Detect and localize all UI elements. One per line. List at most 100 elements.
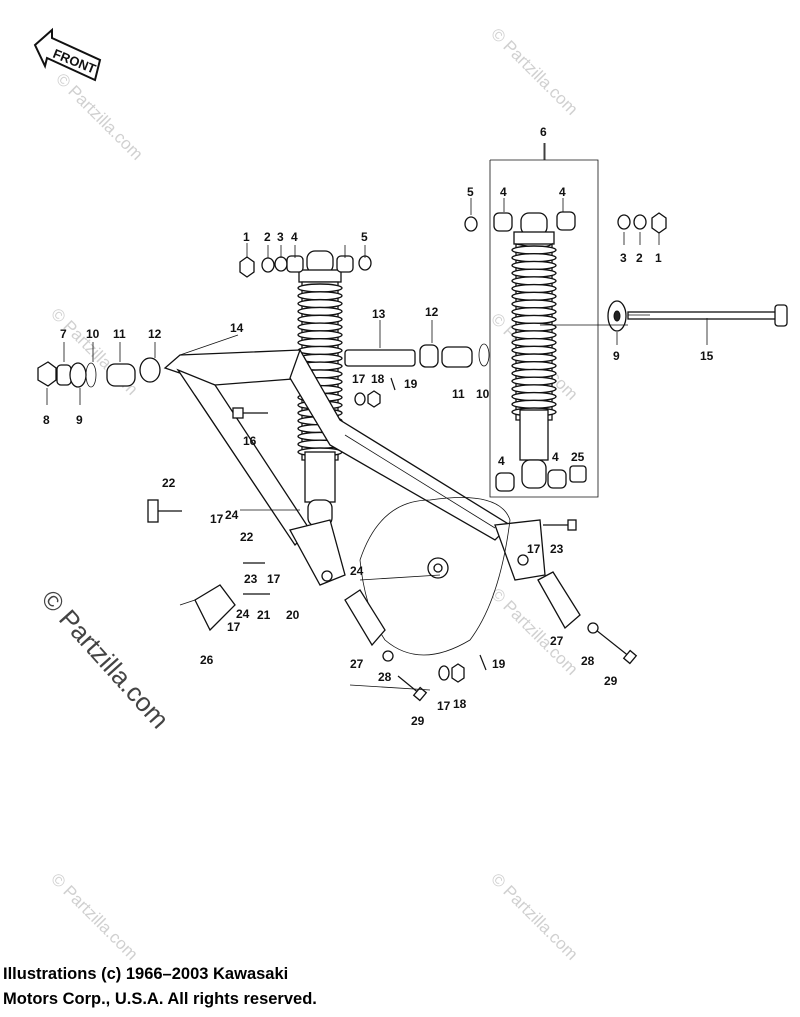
callout-23: 23 (244, 572, 258, 586)
callout-19: 19 (492, 657, 506, 671)
callout-6: 6 (540, 125, 547, 139)
callout-1: 1 (655, 251, 662, 265)
copyright-notice: Illustrations (c) 1966–2003 Kawasaki Mot… (3, 962, 563, 1012)
hardware-parts (37, 211, 667, 702)
spring-coil (511, 299, 557, 309)
callout-3: 3 (620, 251, 627, 265)
spring-coil (511, 268, 557, 278)
copyright-line-1: Illustrations (c) 1966–2003 Kawasaki (3, 965, 289, 983)
spring-coil (511, 276, 557, 286)
spring-coil (511, 283, 557, 294)
pivot-shaft (627, 304, 788, 327)
watermark: © Partzilla.com (487, 24, 581, 118)
spring-coil (511, 322, 557, 332)
callout-28: 28 (581, 654, 595, 668)
spring-coil (511, 337, 557, 348)
callout-11: 11 (113, 327, 126, 341)
callout-28: 28 (378, 670, 392, 684)
callout-17: 17 (527, 542, 541, 556)
copyright-line-2: Motors Corp., U.S.A. All rights reserved… (3, 990, 317, 1008)
spring-coil (297, 283, 343, 293)
callout-21: 21 (257, 608, 271, 622)
spring-coil (511, 376, 557, 386)
callout-16: 16 (243, 434, 257, 448)
callout-17: 17 (352, 372, 366, 386)
right-shock-absorber (511, 212, 557, 489)
callout-10: 10 (86, 327, 100, 341)
callout-17: 17 (210, 512, 224, 526)
spring-coil (297, 322, 343, 332)
callout-1: 1 (243, 230, 250, 244)
spring-coil (511, 384, 557, 394)
callout-26: 26 (200, 653, 214, 667)
callout-18: 18 (371, 372, 385, 386)
callout-14: 14 (230, 321, 244, 335)
callout-15: 15 (700, 349, 714, 363)
callout-24: 24 (225, 508, 239, 522)
callout-11: 11 (452, 387, 465, 401)
spring-coil (297, 314, 343, 324)
assembly-bracket-6 (489, 143, 599, 498)
callout-24: 24 (236, 607, 250, 621)
callout-25: 25 (571, 450, 585, 464)
spring-coil (511, 260, 557, 271)
watermark: © Partzilla.com (487, 869, 581, 963)
spring-coil (511, 307, 557, 317)
spring-coil (511, 368, 557, 379)
swing-arm (163, 348, 546, 586)
callout-4: 4 (552, 450, 559, 464)
callout-5: 5 (361, 230, 368, 244)
callout-3: 3 (277, 230, 284, 244)
callout-22: 22 (162, 476, 176, 490)
spring-coil (511, 253, 557, 263)
watermark: © Partzilla.com (47, 869, 141, 963)
spring-coil (297, 337, 343, 348)
callout-17: 17 (267, 572, 281, 586)
spring-coil (297, 345, 343, 356)
callout-4: 4 (498, 454, 505, 468)
leader-lines (46, 143, 708, 691)
callout-23: 23 (550, 542, 564, 556)
callout-4: 4 (500, 185, 507, 199)
callout-29: 29 (411, 714, 425, 728)
callout-19: 19 (404, 377, 418, 391)
spring-coil (511, 314, 557, 325)
spring-coil (511, 353, 557, 363)
callout-2: 2 (264, 230, 271, 244)
callout-17: 17 (227, 620, 241, 634)
callout-17: 17 (437, 699, 451, 713)
callout-2: 2 (636, 251, 643, 265)
spring-coil (511, 245, 557, 255)
callout-10: 10 (476, 387, 490, 401)
callout-12: 12 (148, 327, 162, 341)
callout-27: 27 (550, 634, 564, 648)
callout-24: 24 (350, 564, 364, 578)
spring-coil (511, 345, 557, 355)
callout-9: 9 (76, 413, 83, 427)
callout-20: 20 (286, 608, 300, 622)
callout-18: 18 (453, 697, 467, 711)
callout-27: 27 (350, 657, 364, 671)
callout-13: 13 (372, 307, 386, 321)
callout-labels: 6 5 4 4 3 2 1 1 2 3 4 5 7 10 11 12 14 13… (43, 125, 714, 728)
callout-22: 22 (240, 530, 254, 544)
watermark-large: © Partzilla.com (36, 584, 176, 734)
callout-5: 5 (467, 185, 474, 199)
spring-coil (511, 361, 557, 371)
spring-coil (511, 399, 557, 409)
spring-coil (511, 391, 557, 402)
callout-12: 12 (425, 305, 439, 319)
callout-7: 7 (60, 327, 67, 341)
callout-9: 9 (613, 349, 620, 363)
spring-coil (511, 330, 557, 340)
brake-panel (359, 497, 511, 656)
callout-4: 4 (559, 185, 566, 199)
spring-coil (297, 306, 343, 317)
watermark: © Partzilla.com (52, 69, 146, 163)
callout-8: 8 (43, 413, 50, 427)
callout-29: 29 (604, 674, 618, 688)
callout-4: 4 (291, 230, 298, 244)
spring-coil (511, 291, 557, 301)
spring-coil (297, 291, 343, 301)
